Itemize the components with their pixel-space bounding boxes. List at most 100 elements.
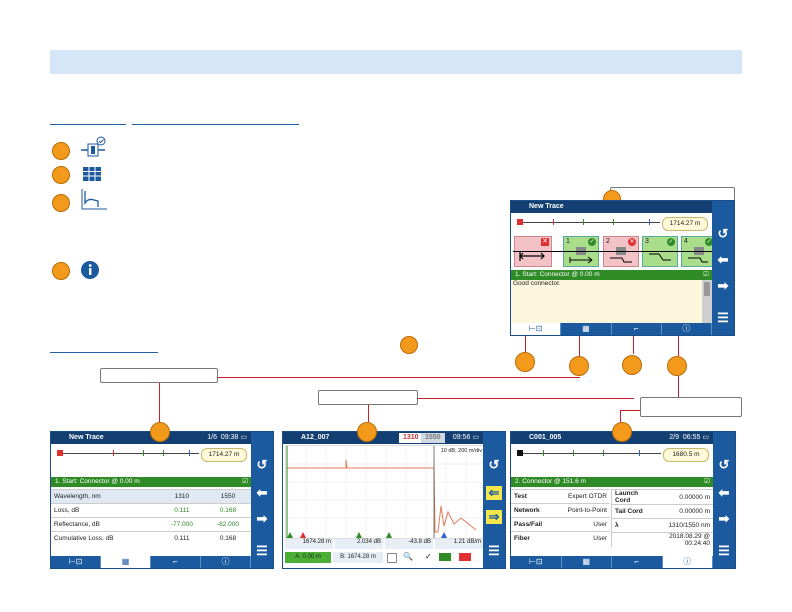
menu-icon[interactable]: ☰ xyxy=(488,543,500,558)
fiber-line xyxy=(61,453,199,454)
distance-badge: 1680.5 m xyxy=(663,448,709,462)
pointer-line xyxy=(418,398,634,399)
arrow-right-icon[interactable]: ➡ xyxy=(718,511,730,526)
event-tick xyxy=(573,450,574,456)
event-tick xyxy=(189,450,190,456)
arrow-left-icon[interactable]: ⬅ xyxy=(256,485,268,500)
fiber-line xyxy=(521,222,660,223)
tab-info[interactable]: ⓘ xyxy=(662,556,713,568)
tab-table[interactable]: ▦ xyxy=(561,323,612,335)
checkbox-icon: ☑ xyxy=(703,271,709,278)
arrow-left-icon[interactable]: ⬅ xyxy=(717,252,729,267)
fiber-line xyxy=(521,453,661,454)
table-row: Cumulative Loss, dB 0.111 0.168 xyxy=(51,531,251,545)
cell-value: 0.111 xyxy=(158,531,205,545)
trace-icon xyxy=(80,188,108,210)
cell-value: 0.111 xyxy=(158,503,205,518)
trace-strip[interactable]: 1714.27 m xyxy=(53,445,249,465)
arrow-right-icon[interactable]: ➡ xyxy=(256,511,268,526)
pointer-line xyxy=(678,376,679,397)
column-header: 1310 xyxy=(158,489,205,504)
clock: 09:38 xyxy=(220,434,239,441)
undo-icon[interactable]: ↺ xyxy=(256,457,268,472)
connector-icon xyxy=(610,247,632,263)
readout-distance: 1674.28 m xyxy=(285,539,333,549)
tab-info[interactable]: ⓘ xyxy=(662,323,712,335)
event-tick xyxy=(639,450,640,456)
event-markers xyxy=(287,532,447,538)
launch-icon xyxy=(519,251,545,261)
event-number: 4 xyxy=(684,238,688,245)
tab-info[interactable]: ⓘ xyxy=(201,556,251,568)
menu-icon[interactable]: ☰ xyxy=(718,543,730,558)
undo-icon[interactable]: ↺ xyxy=(488,457,500,472)
callout-12 xyxy=(357,422,377,442)
tab-wavelength-a[interactable]: 1310 xyxy=(399,433,423,443)
checkbox-icon[interactable] xyxy=(387,553,397,563)
tab-trace[interactable]: ⌐ xyxy=(612,556,663,568)
arrow-right-icon[interactable]: ⇒ xyxy=(486,510,502,524)
connector-icon xyxy=(688,247,708,263)
callout-11 xyxy=(150,422,170,442)
menu-icon[interactable]: ☰ xyxy=(717,310,729,325)
bottom-tabs: ⊢⊡ ▦ ⌐ ⓘ xyxy=(511,556,713,568)
pass-icon: ✓ xyxy=(667,238,675,246)
marker-icon[interactable] xyxy=(439,553,451,561)
screen-title: A12_007 xyxy=(301,434,330,441)
tab-link-map[interactable]: ⊢⊡ xyxy=(511,556,562,568)
cursor-b-button[interactable]: B: 1674.28 m xyxy=(333,552,383,563)
info-key: Pass/Fail xyxy=(511,517,554,532)
info-value: 2018.08.29 @ 00:24:40 xyxy=(651,532,713,547)
tab-trace[interactable]: ⌐ xyxy=(151,556,201,568)
arrow-left-icon[interactable]: ⬅ xyxy=(718,485,730,500)
info-icon xyxy=(80,260,100,280)
row-label: Cumulative Loss, dB xyxy=(51,531,159,545)
tab-wavelength-b[interactable]: 1550 xyxy=(421,433,445,443)
marker-icon[interactable] xyxy=(459,553,471,561)
info-key: Network xyxy=(511,503,554,518)
fail-icon: ✕ xyxy=(541,238,549,246)
section-underline xyxy=(50,352,158,353)
info-key: Tail Cord xyxy=(611,504,652,519)
event-header-text: 1. Start: Connector @ 0.00 m xyxy=(55,478,140,485)
tab-link-map[interactable]: ⊢⊡ xyxy=(511,323,562,335)
callout-10 xyxy=(667,356,687,376)
row-label: Loss, dB xyxy=(51,503,159,518)
pass-icon: ✓ xyxy=(588,238,596,246)
scale-label: 10 dB, 200 m/div xyxy=(440,448,482,454)
table-row: 2018.08.29 @ 00:24:40 xyxy=(611,532,713,547)
trace-strip[interactable]: 1714.27 m xyxy=(513,214,710,234)
event-tick xyxy=(649,219,650,225)
scrollbar[interactable] xyxy=(702,280,712,324)
callout-8 xyxy=(569,356,589,376)
start-marker xyxy=(517,450,523,456)
tab-table[interactable]: ▦ xyxy=(562,556,612,568)
zoom-icon[interactable]: 🔍 xyxy=(403,552,413,561)
splice-icon xyxy=(649,253,671,261)
tab-table[interactable]: ▦ xyxy=(101,556,151,568)
pointer-line xyxy=(633,336,634,354)
comment-text: Good connector. xyxy=(513,280,561,287)
undo-icon[interactable]: ↺ xyxy=(718,457,730,472)
trace-strip[interactable]: 1680.5 m xyxy=(513,445,711,465)
arrow-left-icon[interactable]: ⇐ xyxy=(486,486,502,500)
undo-icon[interactable]: ↺ xyxy=(717,226,729,241)
side-nav: ↺ ⬅ ➡ ☰ xyxy=(712,201,734,335)
info-key: Launch Cord xyxy=(611,489,652,505)
tab-link-map[interactable]: ⊢⊡ xyxy=(51,556,101,568)
section-underline xyxy=(50,124,126,125)
event-tick xyxy=(603,450,604,456)
tab-trace[interactable]: ⌐ xyxy=(612,323,662,335)
arrow-right-icon[interactable]: ➡ xyxy=(717,278,729,293)
info-value: 1310/1550 nm xyxy=(651,518,713,533)
menu-icon[interactable]: ☰ xyxy=(256,543,268,558)
check-icon[interactable]: ✓ xyxy=(425,552,432,561)
column-header: 1550 xyxy=(204,489,251,504)
trace-graph[interactable]: 10 dB, 200 m/div xyxy=(285,445,485,539)
clock: 06:55 xyxy=(682,434,701,441)
cursor-a-button[interactable]: A: 0.00 m xyxy=(285,552,331,563)
